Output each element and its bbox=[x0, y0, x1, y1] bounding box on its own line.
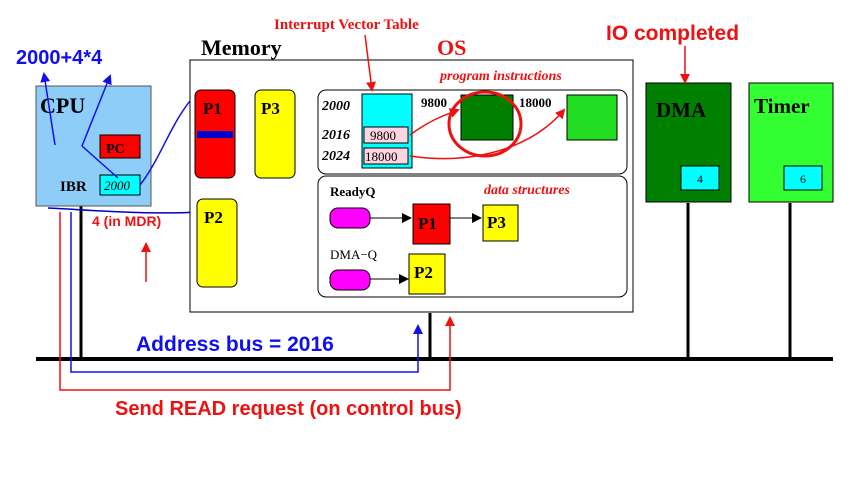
ivt-addr-2016: 2016 bbox=[321, 128, 350, 143]
p1-memory-label: P1 bbox=[203, 99, 222, 118]
ivt-title-arrow bbox=[364, 34, 376, 92]
p1-marker bbox=[197, 131, 233, 138]
ivt-title: Interrupt Vector Table bbox=[274, 17, 419, 33]
address-bus-label: Address bus = 2016 bbox=[136, 333, 334, 356]
formula-arrow-mid bbox=[81, 145, 119, 179]
p3-memory-label: P3 bbox=[261, 99, 280, 118]
dma-register bbox=[680, 165, 720, 191]
dmaq-p2-label: P2 bbox=[414, 263, 433, 282]
timer-register bbox=[783, 165, 823, 191]
ivt-value-2016: 9800 bbox=[370, 128, 396, 143]
timer-device: Timer 6 bbox=[748, 82, 834, 203]
formula-arrow-left bbox=[40, 72, 56, 146]
readyq-p3 bbox=[482, 204, 519, 242]
dmaq-p2 bbox=[408, 253, 446, 295]
active-handler-circle bbox=[447, 90, 523, 158]
p3-memory-block bbox=[254, 89, 296, 179]
ivt-addr-2024: 2024 bbox=[321, 149, 350, 164]
readyq-label: ReadyQ bbox=[330, 184, 376, 199]
handler-18000-label: 18000 bbox=[519, 95, 552, 110]
ivt-to-18000-arrow bbox=[409, 108, 566, 160]
control-bus-signal bbox=[59, 212, 455, 391]
p2-memory-label: P2 bbox=[204, 208, 223, 227]
ivt-value-2024: 18000 bbox=[365, 149, 398, 164]
mdr-return-line bbox=[47, 207, 199, 214]
readyq-head bbox=[329, 207, 371, 229]
os-title: OS bbox=[437, 35, 466, 60]
ivt-addr-2000: 2000 bbox=[321, 99, 350, 114]
ivt-entry-2024 bbox=[363, 147, 409, 165]
ibr-label: IBR bbox=[60, 179, 87, 195]
dma-handler-code bbox=[460, 94, 514, 141]
program-instructions-label: program instructions bbox=[439, 69, 562, 84]
dmaq-label: DMA−Q bbox=[330, 247, 378, 262]
cpu-block: CPU PC IBR 2000 bbox=[35, 85, 152, 207]
pc-label: PC bbox=[106, 142, 125, 157]
formula-arrow-right bbox=[81, 74, 112, 147]
dma-register-value: 4 bbox=[697, 172, 703, 186]
send-read-label: Send READ request (on control bus) bbox=[115, 398, 462, 420]
timer-register-value: 6 bbox=[800, 172, 806, 186]
pc-register bbox=[99, 134, 141, 159]
data-structures-region bbox=[317, 175, 628, 298]
timer-title: Timer bbox=[754, 94, 810, 118]
mdr-note: 4 (in MDR) bbox=[92, 213, 161, 229]
readyq-p3-label: P3 bbox=[487, 213, 506, 232]
dma-controller: DMA 4 IO completed bbox=[606, 22, 739, 203]
ivt-entry-2016 bbox=[363, 126, 409, 144]
ibr-value: 2000 bbox=[104, 178, 131, 193]
p2-memory-block bbox=[196, 198, 238, 288]
dmaq-head bbox=[329, 269, 371, 291]
dma-title: DMA bbox=[656, 98, 707, 122]
handler-9800-label: 9800 bbox=[421, 95, 447, 110]
readyq-p1 bbox=[412, 203, 451, 245]
ivt-to-9800-arrow bbox=[409, 108, 460, 136]
io-completed-label: IO completed bbox=[606, 22, 739, 45]
address-bus-signal bbox=[70, 212, 423, 373]
readyq-p1-label: P1 bbox=[418, 214, 437, 233]
address-formula: 2000+4*4 bbox=[16, 47, 103, 69]
memory-block: Memory OS P1 P3 P2 program instructions … bbox=[189, 17, 634, 313]
timer-handler-code bbox=[566, 94, 618, 141]
memory-title: Memory bbox=[201, 35, 282, 60]
data-structures-label: data structures bbox=[484, 183, 571, 198]
